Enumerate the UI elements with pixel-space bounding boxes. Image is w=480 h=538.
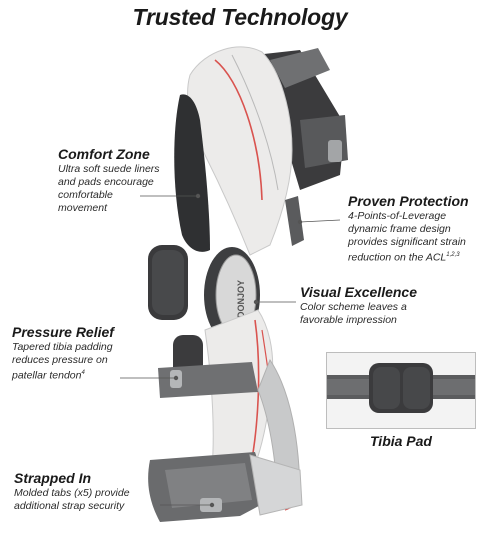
strapped-in-heading: Strapped In: [14, 470, 92, 486]
thigh-liner: [174, 94, 210, 252]
strapped-in-description: Molded tabs (x5) provide additional stra…: [14, 487, 130, 512]
page-title: Trusted Technology: [132, 4, 348, 30]
comfort-zone-heading: Comfort Zone: [58, 146, 150, 162]
callout-proven-protection: Proven Protection 4-Points-of-Leverage d…: [348, 193, 469, 265]
callout-strapped-in: Strapped In Molded tabs (x5) provide add…: [14, 470, 130, 513]
callout-comfort-zone: Comfort Zone Ultra soft suede liners and…: [58, 146, 160, 215]
visual-excellence-description: Color scheme leaves a favorable impressi…: [300, 301, 407, 326]
proven-protection-heading: Proven Protection: [348, 193, 469, 209]
tibia-strap: [158, 362, 258, 398]
accent-line-upper: [214, 59, 263, 201]
upper-strap: [270, 48, 330, 88]
tibia-pad-label: Tibia Pad: [370, 433, 432, 449]
strap-tab: [328, 140, 342, 162]
tibia-pad-image: [327, 363, 475, 413]
proven-protection-description: 4-Points-of-Leverage dynamic frame desig…: [348, 210, 466, 264]
callout-visual-excellence: Visual Excellence Color scheme leaves a …: [300, 284, 417, 327]
visual-excellence-heading: Visual Excellence: [300, 284, 417, 300]
pressure-relief-description: Tapered tibia padding reduces pressure o…: [12, 341, 113, 382]
comfort-zone-description: Ultra soft suede liners and pads encoura…: [58, 163, 160, 214]
pressure-relief-heading: Pressure Relief: [12, 324, 114, 340]
callout-pressure-relief: Pressure Relief Tapered tibia padding re…: [12, 324, 114, 383]
brand-logo: DONJOY: [236, 280, 246, 318]
tibia-pad-inset: [326, 352, 476, 429]
